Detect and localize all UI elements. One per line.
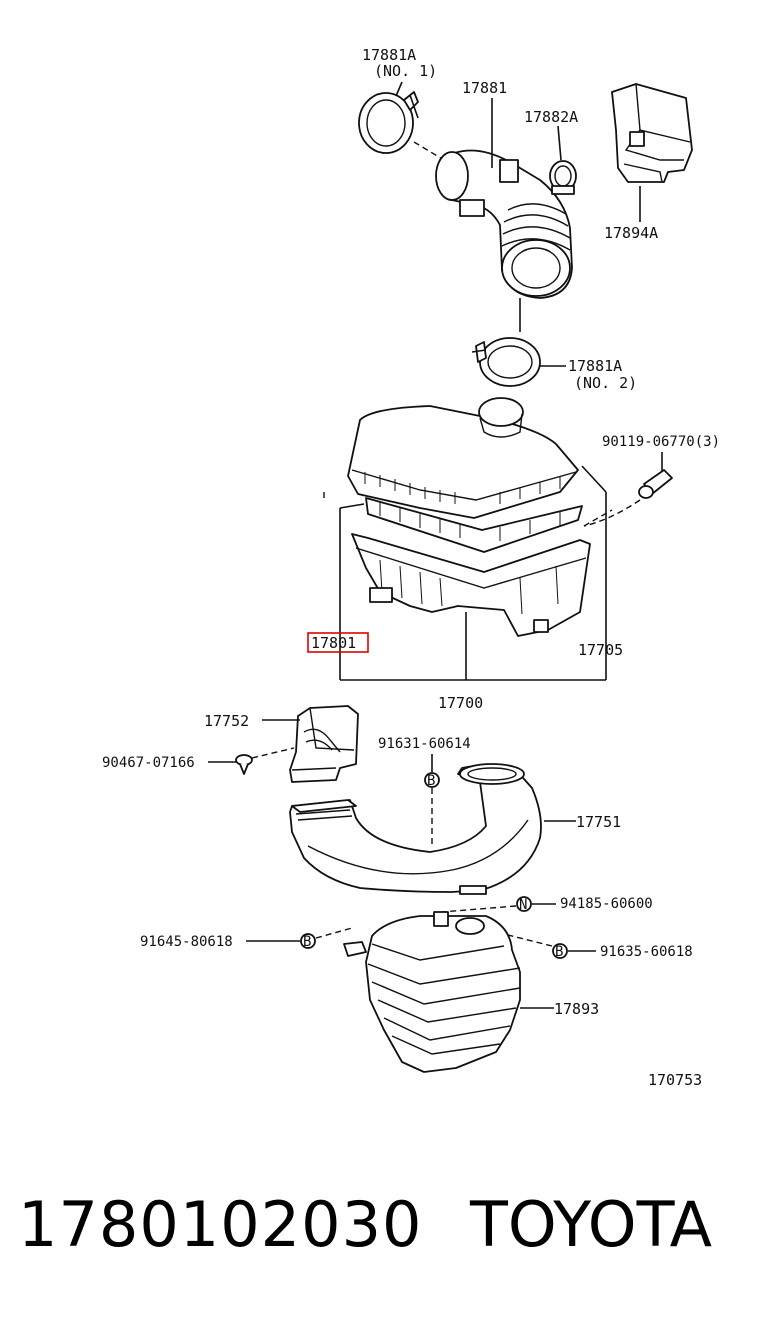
bolt-90119-icon — [638, 469, 673, 499]
marker-b-icon — [424, 772, 440, 788]
callout-91635: 91635-60618 — [600, 944, 693, 960]
intake-duct-tube — [289, 763, 542, 895]
air-inlet — [289, 705, 359, 783]
bracket-right-top — [581, 465, 607, 493]
intake-duct — [611, 83, 693, 183]
dash-n-to-resonator — [441, 905, 517, 913]
air-cleaner-hose — [435, 149, 573, 299]
marker-b-right-icon — [552, 943, 568, 959]
callout-90119: 90119-06770(3) — [602, 434, 720, 450]
callout-91631: 91631-60614 — [378, 736, 471, 752]
leader-17881A-no1 — [395, 81, 403, 97]
callout-17893: 17893 — [554, 1000, 599, 1018]
footer: 1780102030 TOYOTA — [0, 1180, 760, 1300]
callout-17881A-no2: 17881A — [568, 357, 622, 375]
dash-bolt-to-cleaner — [583, 499, 641, 527]
highlight-box-17801 — [307, 632, 369, 653]
leader-17882A — [557, 125, 562, 161]
parts-diagram: 17881A (NO. 1) 17881 17882A 17894A — [102, 46, 720, 1089]
dash-b-left — [315, 927, 353, 939]
callout-17751: 17751 — [576, 813, 621, 831]
air-filter-element — [365, 497, 583, 553]
callout-17801: 17801 — [311, 634, 356, 652]
callout-91645: 91645-80618 — [140, 934, 233, 950]
marker-b-left-label: B — [303, 934, 311, 950]
air-cleaner-cap — [347, 397, 579, 519]
dash-clip-to-inlet — [251, 747, 295, 759]
callout-17705: 17705 — [578, 641, 623, 659]
callout-17881A-no1-sub: (NO. 1) — [374, 62, 437, 80]
marker-b-label: B — [427, 773, 435, 789]
marker-b-right-label: B — [555, 944, 563, 960]
callout-17752: 17752 — [204, 712, 249, 730]
clip-90467-icon — [235, 754, 253, 775]
callout-17882A: 17882A — [524, 108, 578, 126]
callout-94185: 94185-60600 — [560, 896, 653, 912]
hose-clamp-lower — [471, 337, 541, 387]
callout-17881A-no2-sub: (NO. 2) — [574, 374, 637, 392]
dash-b-right — [503, 933, 553, 947]
callout-17881: 17881 — [462, 79, 507, 97]
marker-n-icon — [516, 896, 532, 912]
bracket-left-top — [339, 503, 365, 509]
diagram-code: 170753 — [648, 1071, 702, 1089]
callout-90467: 90467-07166 — [102, 755, 195, 771]
hose-clamp-upper — [358, 91, 419, 154]
marker-n-label: N — [519, 897, 527, 913]
part-number: 1780102030 — [18, 1188, 423, 1261]
marker-b-left-icon — [300, 933, 316, 949]
dash-clamp-to-hose — [413, 141, 445, 161]
callout-17894A: 17894A — [604, 224, 658, 242]
callout-17700: 17700 — [438, 694, 483, 712]
air-cleaner-case — [351, 533, 591, 637]
dash-case-to-bolt — [583, 509, 613, 527]
brand-name: TOYOTA — [470, 1188, 713, 1261]
hose-clamp-small — [549, 160, 577, 195]
callout-17881A-no1: 17881A — [362, 46, 416, 64]
resonator — [343, 911, 521, 1073]
